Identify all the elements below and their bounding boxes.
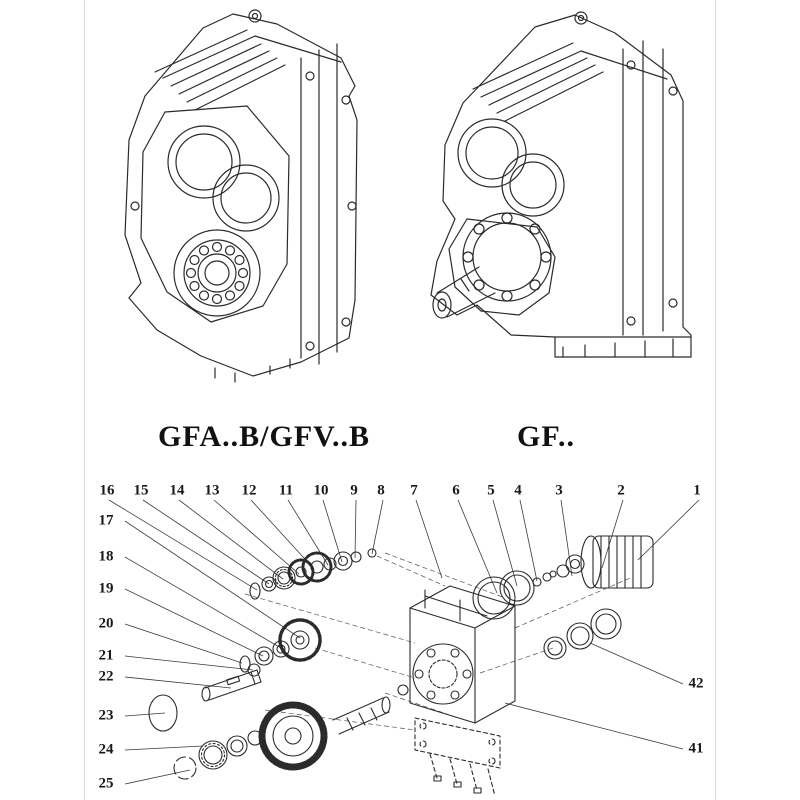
leader-lines-right bbox=[504, 642, 684, 750]
output-shaft bbox=[432, 266, 496, 319]
oil-seal bbox=[148, 694, 178, 732]
part-label-25: 25 bbox=[98, 775, 114, 792]
housing-outline bbox=[124, 13, 358, 377]
cooling-ribs bbox=[472, 42, 668, 122]
part-label-24: 24 bbox=[98, 741, 114, 758]
retaining-rings bbox=[543, 608, 622, 660]
part-label-14: 14 bbox=[169, 482, 185, 499]
gasket-plate bbox=[414, 717, 501, 797]
mounting-base bbox=[554, 336, 692, 358]
part-label-9: 9 bbox=[350, 482, 358, 499]
leader-lines-left bbox=[124, 520, 301, 785]
part-label-21: 21 bbox=[98, 647, 114, 664]
gearbox-drawing-gf bbox=[430, 11, 692, 358]
side-ribs bbox=[130, 43, 357, 365]
part-label-20: 20 bbox=[98, 615, 114, 632]
construction-lines bbox=[244, 552, 631, 731]
part-label-18: 18 bbox=[98, 548, 114, 565]
gear-bores bbox=[457, 118, 565, 217]
eye-bolt-hole bbox=[574, 11, 588, 25]
page-edge-left bbox=[84, 0, 85, 800]
part-label-2: 2 bbox=[617, 482, 625, 499]
motor-assembly bbox=[542, 535, 654, 589]
part-label-4: 4 bbox=[514, 482, 522, 499]
front-face bbox=[140, 105, 290, 323]
part-label-15: 15 bbox=[133, 482, 149, 499]
part-label-10: 10 bbox=[313, 482, 329, 499]
output-flange bbox=[448, 212, 556, 316]
input-shaft-chain bbox=[249, 548, 377, 600]
part-label-12: 12 bbox=[241, 482, 257, 499]
part-label-19: 19 bbox=[98, 580, 114, 597]
leader-lines-top bbox=[108, 499, 700, 594]
side-ribs bbox=[622, 40, 678, 336]
part-label-23: 23 bbox=[98, 707, 114, 724]
gearbox-drawing-gfab bbox=[124, 9, 358, 383]
seal-rings bbox=[472, 570, 542, 620]
part-label-8: 8 bbox=[377, 482, 385, 499]
caption-gfab: GFA..B/GFV..B bbox=[158, 420, 370, 453]
part-label-1: 1 bbox=[693, 482, 701, 499]
page-edge-right bbox=[715, 0, 716, 800]
cooling-ribs bbox=[154, 29, 342, 111]
caption-gf: GF.. bbox=[517, 420, 575, 453]
exploded-view-drawing bbox=[108, 499, 700, 797]
part-label-22: 22 bbox=[98, 668, 114, 685]
part-label-11: 11 bbox=[278, 482, 294, 499]
part-label-3: 3 bbox=[555, 482, 563, 499]
gear-bores bbox=[167, 125, 280, 232]
part-label-42: 42 bbox=[688, 675, 704, 692]
part-label-41: 41 bbox=[688, 740, 704, 757]
eye-bolt-hole bbox=[248, 9, 262, 23]
gear-cluster bbox=[239, 618, 322, 677]
cover-bolts bbox=[433, 775, 482, 794]
part-label-17: 17 bbox=[98, 512, 114, 529]
housing-outline bbox=[430, 14, 692, 358]
part-label-16: 16 bbox=[99, 482, 115, 499]
part-label-13: 13 bbox=[204, 482, 220, 499]
part-label-7: 7 bbox=[410, 482, 418, 499]
bottom-feet bbox=[214, 358, 291, 383]
output-bearing bbox=[173, 229, 261, 317]
housing bbox=[409, 585, 516, 724]
part-label-5: 5 bbox=[487, 482, 495, 499]
output-chain bbox=[173, 684, 409, 780]
part-label-6: 6 bbox=[452, 482, 460, 499]
intermediate-shaft bbox=[201, 669, 262, 702]
